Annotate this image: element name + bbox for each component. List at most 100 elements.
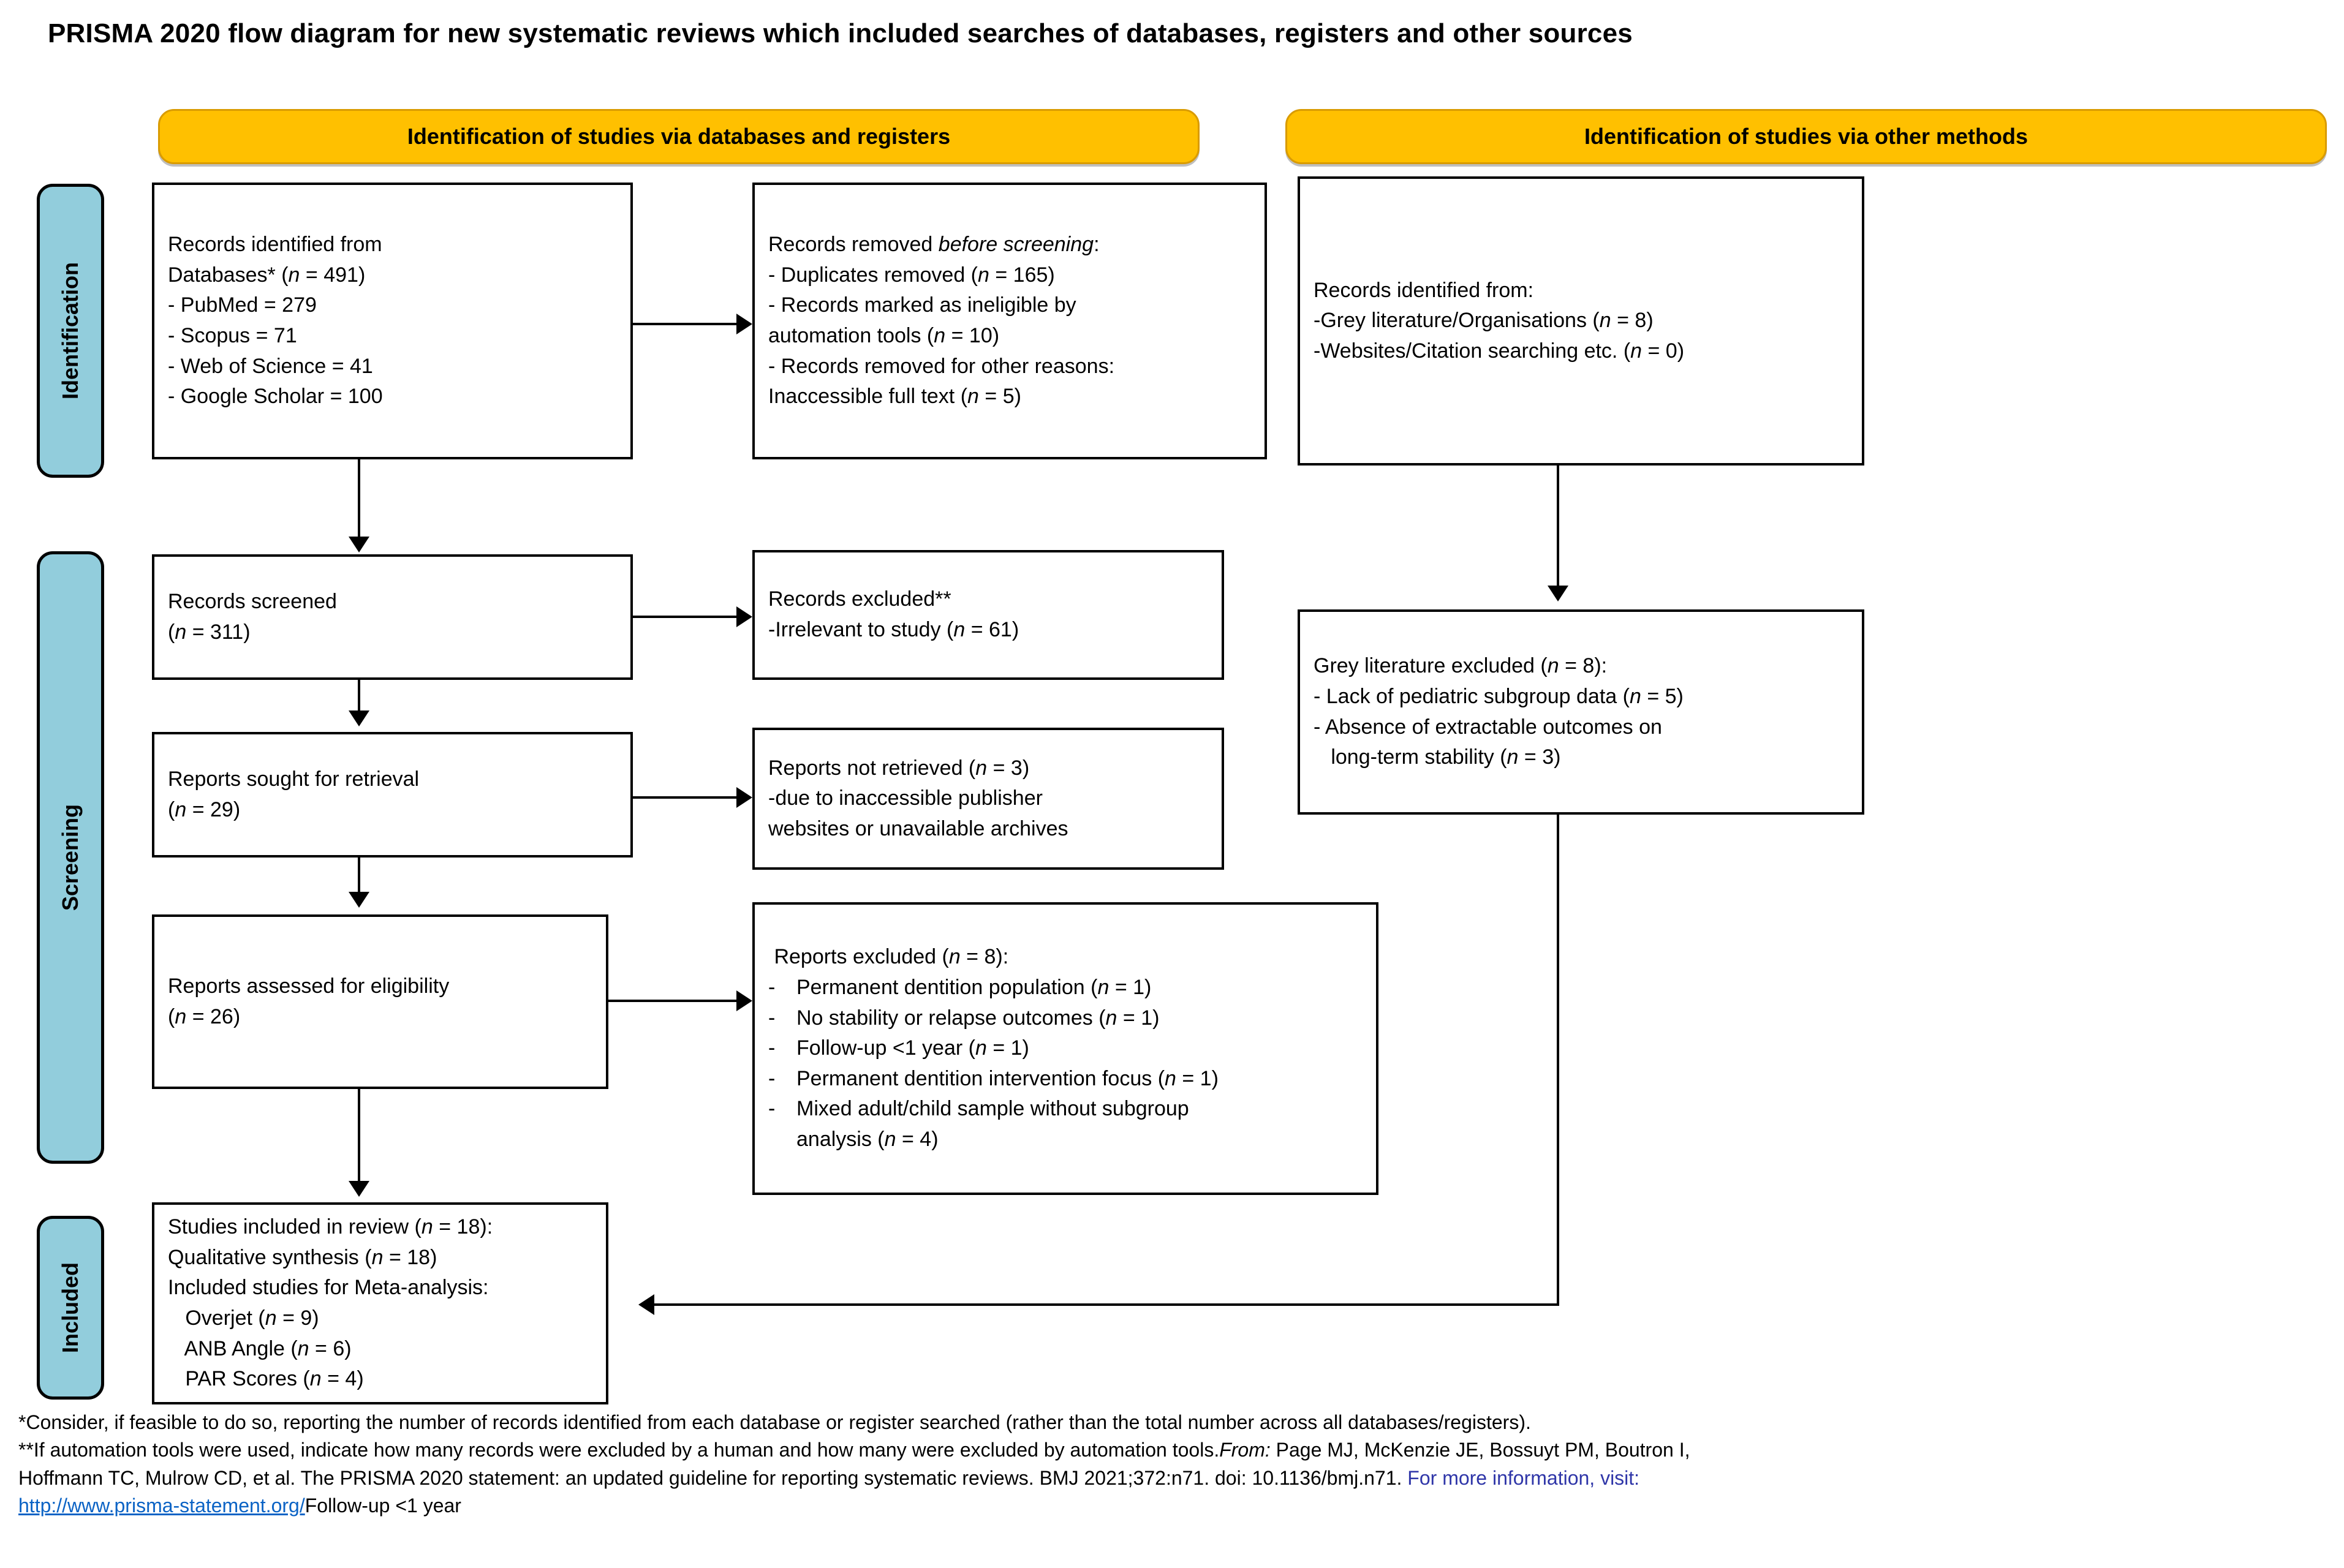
- studies-included-l4a: Overjet (: [168, 1306, 265, 1330]
- bullet-text-b: = 1): [1109, 975, 1152, 999]
- reports-excluded-item: - Permanent dentition intervention focus…: [768, 1064, 1363, 1095]
- bullet-text: Mixed adult/child sample without subgrou…: [796, 1094, 1363, 1155]
- reports-excluded-title-a: Reports excluded (: [768, 945, 949, 969]
- records-removed-l2n: n: [978, 263, 989, 287]
- grey-excluded-line-1: Grey literature excluded (n = 8):: [1314, 651, 1848, 682]
- records-identified-line-6: - Google Scholar = 100: [168, 385, 383, 409]
- connector-screened-to-excluded: [633, 616, 738, 618]
- reports-sought-l2a: (: [168, 797, 175, 821]
- bullet-text-b: = 1): [1117, 1006, 1160, 1030]
- bullet-dash-icon: -: [768, 1036, 776, 1060]
- reports-assessed-l2n: n: [175, 1005, 187, 1028]
- other-identified-line-3: -Websites/Citation searching etc. (n = 0…: [1314, 336, 1848, 367]
- arrowhead-assessed-to-reports-excluded: [736, 990, 752, 1011]
- other-identified-line-2: -Grey literature/Organisations (n = 8): [1314, 306, 1848, 336]
- arrowhead-identified-to-removed: [736, 314, 752, 334]
- reports-assessed-line-2: (n = 26): [168, 1002, 592, 1033]
- studies-included-line-1: Studies included in review (n = 18):: [168, 1212, 592, 1243]
- bullet-text-n: n: [975, 1036, 987, 1060]
- footnote-line-2-a: **If automation tools were used, indicat…: [18, 1439, 1220, 1461]
- other-identified-l3b: = 0): [1642, 339, 1685, 363]
- grey-excluded-l2b: = 5): [1641, 684, 1684, 708]
- footnote-line-2-b: Page MJ, McKenzie JE, Bossuyt PM, Boutro…: [1270, 1439, 1690, 1461]
- connector-grey-to-included-horizontal: [654, 1303, 1559, 1306]
- other-identified-l2b: = 8): [1611, 309, 1654, 333]
- records-removed-line-5: - Records removed for other reasons:: [768, 354, 1115, 378]
- footnote-line-4-tail: Follow-up <1 year: [304, 1494, 461, 1517]
- reports-assessed-line-1: Reports assessed for eligibility: [168, 974, 450, 998]
- stage-label-screening: Screening: [37, 551, 104, 1164]
- box-records-identified-other: Records identified from: -Grey literatur…: [1298, 176, 1864, 466]
- records-screened-line-1: Records screened: [168, 589, 337, 613]
- studies-included-l2a: Qualitative synthesis (: [168, 1245, 372, 1269]
- bullet-text-a: Permanent dentition intervention focus (: [796, 1066, 1165, 1090]
- bullet-text-b: = 1): [986, 1036, 1029, 1060]
- other-identified-l2n: n: [1599, 309, 1611, 333]
- box-reports-sought: Reports sought for retrieval (n = 29): [152, 732, 633, 858]
- stage-label-screening-text: Screening: [58, 804, 83, 911]
- records-removed-l2a: - Duplicates removed (: [768, 263, 978, 287]
- arrowhead-sought-to-not-retrieved: [736, 787, 752, 808]
- reports-not-retrieved-line-2: -due to inaccessible publisher: [768, 786, 1043, 810]
- studies-included-l6b: = 4): [321, 1367, 364, 1391]
- bullet-text-a: Follow-up <1 year (: [796, 1036, 975, 1060]
- reports-excluded-item: - Follow-up <1 year (n = 1): [768, 1033, 1363, 1064]
- studies-included-l1b: = 18):: [433, 1215, 493, 1239]
- reports-excluded-item: - No stability or relapse outcomes (n = …: [768, 1003, 1363, 1034]
- grey-excluded-line-2: - Lack of pediatric subgroup data (n = 5…: [1314, 682, 1848, 712]
- stage-label-included-text: Included: [58, 1262, 83, 1354]
- prisma-statement-url-link[interactable]: http://www.prisma-statement.org/: [18, 1494, 305, 1517]
- records-excluded-l2a: -Irrelevant to study (: [768, 618, 954, 641]
- bullet-text: Follow-up <1 year (n = 1): [796, 1033, 1363, 1064]
- footnote-more-info-link[interactable]: For more information, visit:: [1407, 1466, 1640, 1489]
- reports-not-retrieved-l1b: = 3): [987, 756, 1030, 780]
- reports-sought-line-2: (n = 29): [168, 795, 617, 826]
- other-identified-line-1: Records identified from:: [1314, 278, 1534, 302]
- records-identified-l2n: n: [288, 263, 300, 287]
- records-identified-l2a: Databases* (: [168, 263, 289, 287]
- box-reports-excluded: Reports excluded (n = 8): - Permanent de…: [752, 902, 1378, 1195]
- box-reports-not-retrieved: Reports not retrieved (n = 3) -due to in…: [752, 728, 1224, 870]
- grey-excluded-l1a: Grey literature excluded (: [1314, 654, 1548, 678]
- records-excluded-line-2: -Irrelevant to study (n = 61): [768, 615, 1208, 646]
- grey-excluded-line-4: long-term stability (n = 3): [1314, 742, 1848, 773]
- records-screened-l2a: (: [168, 620, 175, 644]
- banner-databases-label: Identification of studies via databases …: [407, 124, 951, 149]
- connector-assessed-to-included: [358, 1089, 360, 1182]
- studies-included-l6a: PAR Scores (: [168, 1367, 310, 1391]
- bullet-text: Permanent dentition population (n = 1): [796, 973, 1363, 1003]
- bullet-text: No stability or relapse outcomes (n = 1): [796, 1003, 1363, 1034]
- box-grey-literature-excluded: Grey literature excluded (n = 8): - Lack…: [1298, 609, 1864, 815]
- connector-identified-to-removed: [633, 323, 738, 325]
- grey-excluded-l4b: = 3): [1518, 745, 1561, 769]
- reports-sought-l2n: n: [175, 797, 187, 821]
- records-identified-line-4: - Scopus = 71: [168, 324, 297, 347]
- bullet-text-a: No stability or relapse outcomes (: [796, 1006, 1106, 1030]
- connector-grey-to-included-vertical: [1557, 815, 1559, 1306]
- bullet-text-n: n: [1097, 975, 1110, 999]
- records-screened-l2n: n: [175, 620, 187, 644]
- reports-excluded-title: Reports excluded (n = 8):: [768, 942, 1363, 973]
- reports-not-retrieved-line-1: Reports not retrieved (n = 3): [768, 753, 1208, 784]
- studies-included-l5a: ANB Angle (: [168, 1336, 298, 1360]
- footnote-line-3-a: Hoffmann TC, Mulrow CD, et al. The PRISM…: [18, 1466, 1408, 1489]
- records-identified-line-2: Databases* (n = 491): [168, 260, 617, 291]
- studies-included-l5b: = 6): [309, 1336, 352, 1360]
- records-removed-line-1: Records removed before screening:: [768, 230, 1251, 260]
- arrowhead-screened-to-sought: [349, 710, 369, 726]
- arrowhead-identified-to-screened: [349, 537, 369, 552]
- records-removed-line-6: Inaccessible full text (n = 5): [768, 382, 1251, 412]
- records-identified-line-1: Records identified from: [168, 233, 382, 257]
- stage-label-included: Included: [37, 1216, 104, 1400]
- records-identified-line-3: - PubMed = 279: [168, 293, 317, 317]
- box-records-excluded: Records excluded** -Irrelevant to study …: [752, 550, 1224, 680]
- other-identified-l3a: -Websites/Citation searching etc. (: [1314, 339, 1631, 363]
- records-removed-l2b: = 165): [989, 263, 1055, 287]
- bullet-text: Permanent dentition intervention focus (…: [796, 1064, 1363, 1095]
- studies-included-line-3: Included studies for Meta-analysis:: [168, 1276, 489, 1300]
- bullet-text-continuation: analysis (n = 4): [796, 1125, 1363, 1155]
- page-title: PRISMA 2020 flow diagram for new systema…: [48, 18, 1633, 48]
- footnote-line-3: Hoffmann TC, Mulrow CD, et al. The PRISM…: [18, 1464, 2334, 1492]
- bullet-text-n: n: [1165, 1066, 1176, 1090]
- grey-excluded-l4n: n: [1507, 745, 1519, 769]
